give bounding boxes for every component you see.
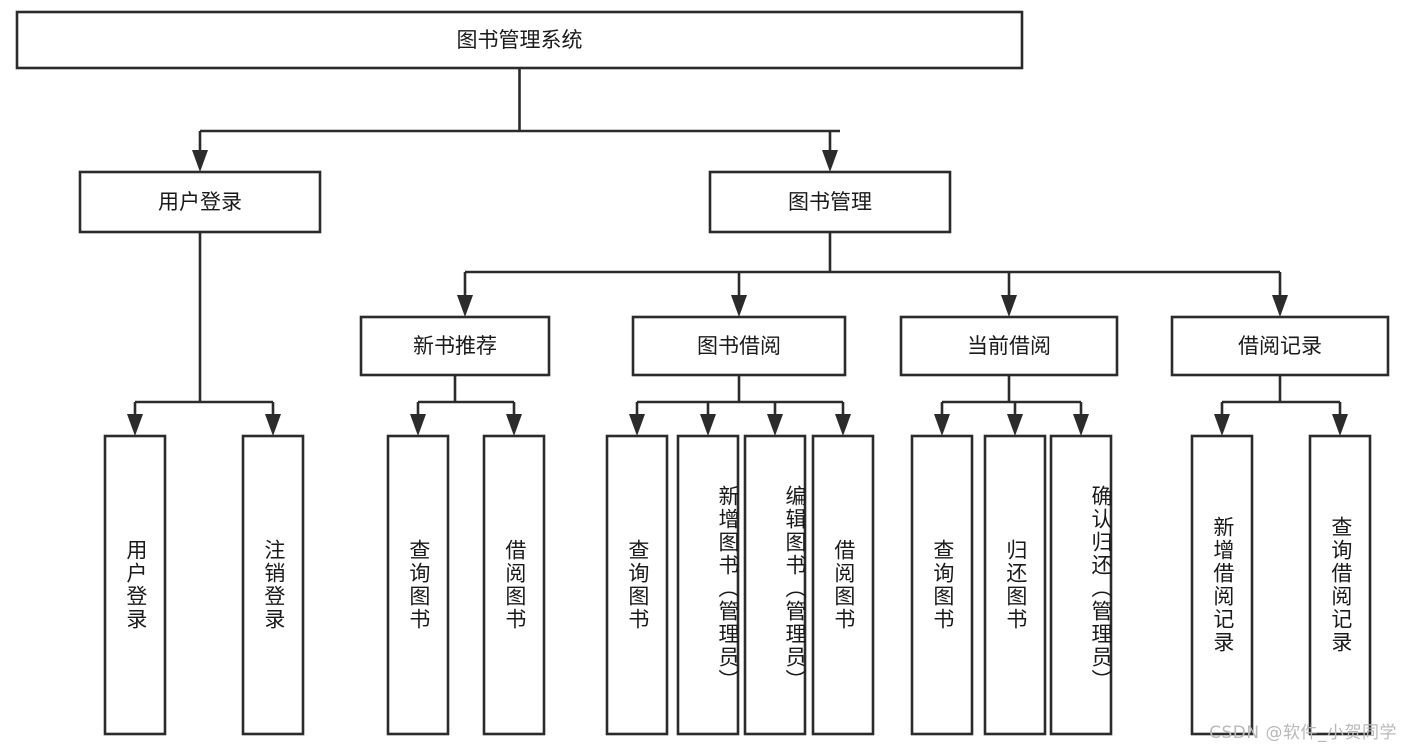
arrow-head-leaf-query-borrow-record	[1332, 414, 1348, 436]
node-current-borrow-box[interactable]	[899, 315, 1119, 377]
node-leaf-user-login-box[interactable]	[103, 434, 167, 736]
arrow-head-leaf-borrow-book	[835, 414, 851, 436]
arrow-head-user-login	[192, 150, 208, 172]
csdn-watermark: CSDN @软件_小贺同学	[1209, 723, 1397, 743]
connector-root-trunk	[198, 68, 840, 150]
arrow-head-leaf-query-book-recommend	[410, 414, 426, 436]
node-leaf-borrow-book-box[interactable]	[811, 434, 875, 736]
connector-user-login-trunk	[133, 232, 275, 416]
connector-book-borrow-trunk	[635, 375, 845, 416]
arrow-head-leaf-return-book	[1007, 414, 1023, 436]
node-leaf-return-book-box[interactable]	[983, 434, 1047, 736]
node-user-login[interactable]: 用户登录	[78, 170, 322, 234]
arrow-head-book-management	[822, 150, 838, 172]
arrow-head-current-borrow	[1001, 295, 1017, 317]
connector-current-borrow-trunk	[940, 375, 1083, 416]
node-book-borrow-box[interactable]	[631, 315, 847, 377]
arrow-head-leaf-query-book	[629, 414, 645, 436]
node-current-borrow-label: 当前借阅	[967, 334, 1051, 358]
connector-layer	[127, 68, 1348, 436]
node-leaf-add-book-box[interactable]	[676, 434, 740, 736]
arrow-head-leaf-add-borrow-record	[1214, 414, 1230, 436]
arrow-head-leaf-user-logout	[265, 414, 281, 436]
node-borrow-record-label: 借阅记录	[1238, 334, 1322, 358]
node-root[interactable]: 图书管理系统	[15, 10, 1024, 70]
node-leaf-query-book-box[interactable]	[605, 434, 669, 736]
node-book-management[interactable]: 图书管理	[708, 170, 952, 234]
arrow-head-leaf-query-book-current	[934, 414, 950, 436]
node-book-borrow[interactable]: 图书借阅	[631, 315, 847, 377]
arrow-head-leaf-user-login	[127, 414, 143, 436]
leaf-boxes	[103, 434, 1372, 736]
connector-bookmgmt-trunk	[463, 232, 1282, 296]
arrow-head-leaf-borrow-book-recommend	[506, 414, 522, 436]
node-leaf-query-book-current-box[interactable]	[910, 434, 974, 736]
node-book-management-box[interactable]	[708, 170, 952, 234]
connector-borrow-record-trunk	[1220, 375, 1342, 416]
node-root-box[interactable]	[15, 10, 1024, 70]
node-borrow-record[interactable]: 借阅记录	[1170, 315, 1390, 377]
node-user-login-box[interactable]	[78, 170, 322, 234]
node-current-borrow[interactable]: 当前借阅	[899, 315, 1119, 377]
node-borrow-record-box[interactable]	[1170, 315, 1390, 377]
node-leaf-borrow-book-recommend-box[interactable]	[482, 434, 546, 736]
node-leaf-query-book-recommend-box[interactable]	[386, 434, 450, 736]
node-leaf-query-borrow-record-box[interactable]	[1308, 434, 1372, 736]
arrow-head-new-book-recommend	[457, 295, 473, 317]
arrow-head-borrow-record	[1272, 295, 1288, 317]
node-leaf-user-logout-box[interactable]	[241, 434, 305, 736]
node-new-book-recommend-box[interactable]	[359, 315, 551, 377]
arrow-head-leaf-add-book	[700, 414, 716, 436]
node-new-book-recommend-label: 新书推荐	[413, 334, 497, 358]
arrow-head-leaf-confirm-return	[1073, 414, 1089, 436]
node-leaf-edit-book-box[interactable]	[743, 434, 807, 736]
node-book-borrow-label: 图书借阅	[697, 334, 781, 358]
node-new-book-recommend[interactable]: 新书推荐	[359, 315, 551, 377]
arrow-head-book-borrow	[731, 295, 747, 317]
node-root-label: 图书管理系统	[457, 28, 583, 52]
node-book-management-label: 图书管理	[788, 190, 872, 214]
arrow-head-leaf-edit-book	[767, 414, 783, 436]
node-leaf-add-borrow-record-box[interactable]	[1190, 434, 1254, 736]
node-leaf-confirm-return-box[interactable]	[1049, 434, 1113, 736]
connector-new-book-recommend-trunk	[416, 375, 516, 416]
node-user-login-label: 用户登录	[158, 190, 242, 214]
